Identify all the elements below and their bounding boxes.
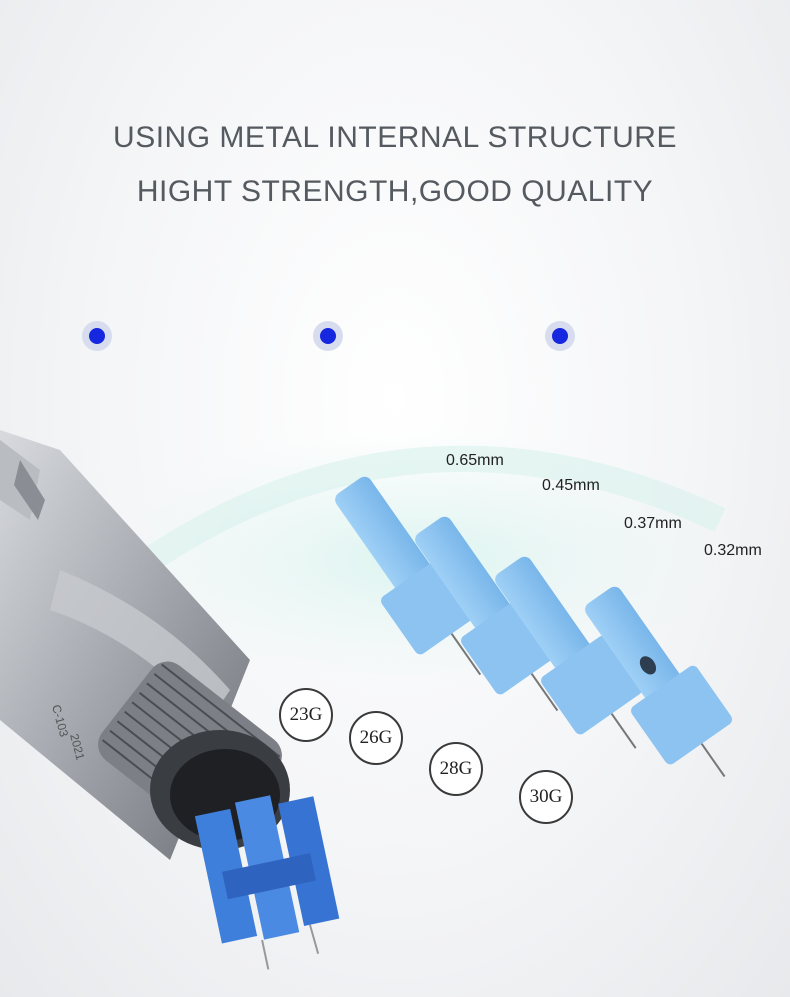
headline-line-2: HIGHT STRENGTH,GOOD QUALITY bbox=[136, 175, 654, 208]
gauge-badge-3: 28G bbox=[429, 742, 483, 796]
device-marking-2: 2021 bbox=[67, 732, 88, 762]
gauge-badge-2: 26G bbox=[349, 711, 403, 765]
glow-arc-line bbox=[142, 445, 726, 571]
needle-cartridge-4 bbox=[585, 586, 733, 778]
indicator-dot-3 bbox=[545, 321, 575, 351]
blue-cartridge bbox=[194, 795, 340, 970]
needle-size-label-1: 0.65mm bbox=[446, 452, 504, 469]
needle-size-label-4: 0.32mm bbox=[704, 542, 762, 559]
indicator-dot-2 bbox=[313, 321, 343, 351]
needle-cartridge-3 bbox=[495, 556, 643, 749]
indicator-dot-1 bbox=[82, 321, 112, 351]
handpiece bbox=[0, 430, 290, 860]
needle-size-label-2: 0.45mm bbox=[542, 477, 600, 494]
gauge-badge-1: 23G bbox=[279, 688, 333, 742]
needle-size-label-3: 0.37mm bbox=[624, 515, 682, 532]
gauge-badge-4: 30G bbox=[519, 770, 573, 824]
headline-line-1: USING METAL INTERNAL STRUCTURE bbox=[113, 121, 677, 154]
